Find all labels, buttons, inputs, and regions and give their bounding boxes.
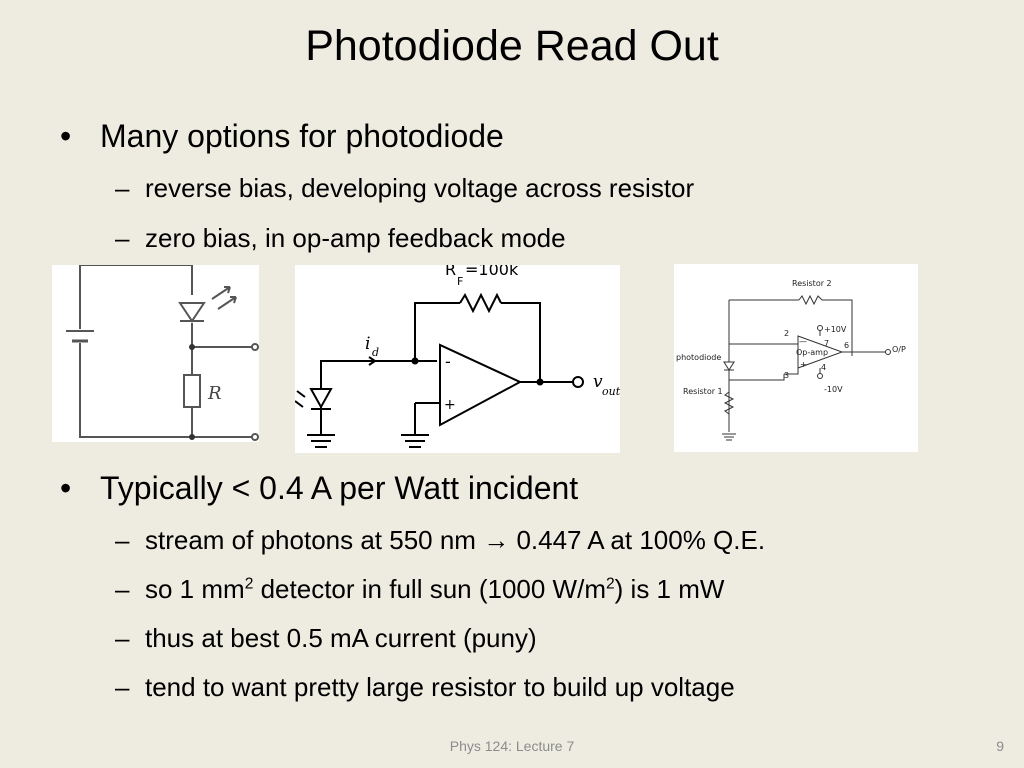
fig2-vout-sub: out <box>602 385 620 398</box>
fig3-pin3: 3 <box>784 371 789 380</box>
fig3-pin6: 6 <box>844 341 849 350</box>
sub-dash: – <box>115 223 130 253</box>
fig3-opamp-label: Op-amp <box>796 348 828 357</box>
sub-dash: – <box>115 173 130 203</box>
fig3-pin4: 4 <box>821 363 826 372</box>
sub-dash: – <box>115 623 130 653</box>
sub-dash: – <box>115 525 130 555</box>
sub-dash: – <box>115 574 130 604</box>
fig3-op-label: O/P <box>892 345 906 354</box>
bullet-1-sub-2-text: zero bias, in op-amp feedback mode <box>145 223 566 253</box>
sub-2-sup2: 2 <box>605 575 615 593</box>
figure-labeled-opamp-circuit: Resistor 2 photodiode Resistor 1 Op-amp … <box>674 264 918 452</box>
sub-2-b: detector in full sun (1000 W/m <box>253 574 606 604</box>
page-number: 9 <box>996 738 1004 754</box>
bullet-dot: • <box>60 470 72 506</box>
fig3-pin2: 2 <box>784 329 789 338</box>
bullet-2-text: Typically < 0.4 A per Watt incident <box>100 470 579 506</box>
fig2-plus: + <box>444 397 456 413</box>
bullet-dot: • <box>60 118 72 154</box>
fig2-rf-label: R <box>445 265 456 279</box>
sub-2-a: so 1 mm <box>145 574 245 604</box>
sub-2-sup1: 2 <box>244 575 254 593</box>
sub-2-c: ) is 1 mW <box>614 574 725 604</box>
fig3-resistor2-label: Resistor 2 <box>792 279 832 288</box>
bullet-1-text: Many options for photodiode <box>100 118 504 154</box>
fig3-photodiode-label: photodiode <box>676 353 721 362</box>
fig1-resistor-label: R <box>207 383 222 404</box>
sub-1-before: stream of photons at 550 nm <box>145 525 476 555</box>
right-arrow-icon: → <box>483 525 510 555</box>
sub-dash: – <box>115 672 130 702</box>
fig2-rf-value: =100k <box>465 265 519 279</box>
bullet-2-sub-4-text: tend to want pretty large resistor to bu… <box>145 672 735 702</box>
fig2-minus: - <box>445 352 451 371</box>
fig3-pin7: 7 <box>824 339 829 348</box>
bullet-2-sub-2-text: so 1 mm2 detector in full sun (1000 W/m2… <box>145 574 724 605</box>
fig3-resistor1-label: Resistor 1 <box>683 387 723 396</box>
fig2-id-label: i <box>365 334 370 354</box>
fig2-rf-sub: F <box>457 275 463 288</box>
bullet-2-sub-3-text: thus at best 0.5 mA current (puny) <box>145 623 537 653</box>
fig3-minus10-label: -10V <box>824 385 843 394</box>
slide-title: Photodiode Read Out <box>305 22 719 70</box>
fig2-vout-label: v <box>593 372 603 392</box>
sub-1-after: 0.447 A at 100% Q.E. <box>516 525 766 555</box>
fig3-plus: + <box>800 360 807 369</box>
fig3-plus10-label: +10V <box>824 325 847 334</box>
figure-reverse-bias-circuit: R <box>52 265 259 442</box>
figure-opamp-feedback-circuit: R F =100k i d v out - + <box>295 265 620 453</box>
fig2-id-sub: d <box>372 346 379 359</box>
slide-footer: Phys 124: Lecture 7 <box>449 738 575 754</box>
bullet-2-sub-1-text: stream of photons at 550 nm → 0.447 A at… <box>145 525 765 556</box>
fig3-minus: — <box>799 337 807 346</box>
bullet-1-sub-1-text: reverse bias, developing voltage across … <box>145 173 695 203</box>
